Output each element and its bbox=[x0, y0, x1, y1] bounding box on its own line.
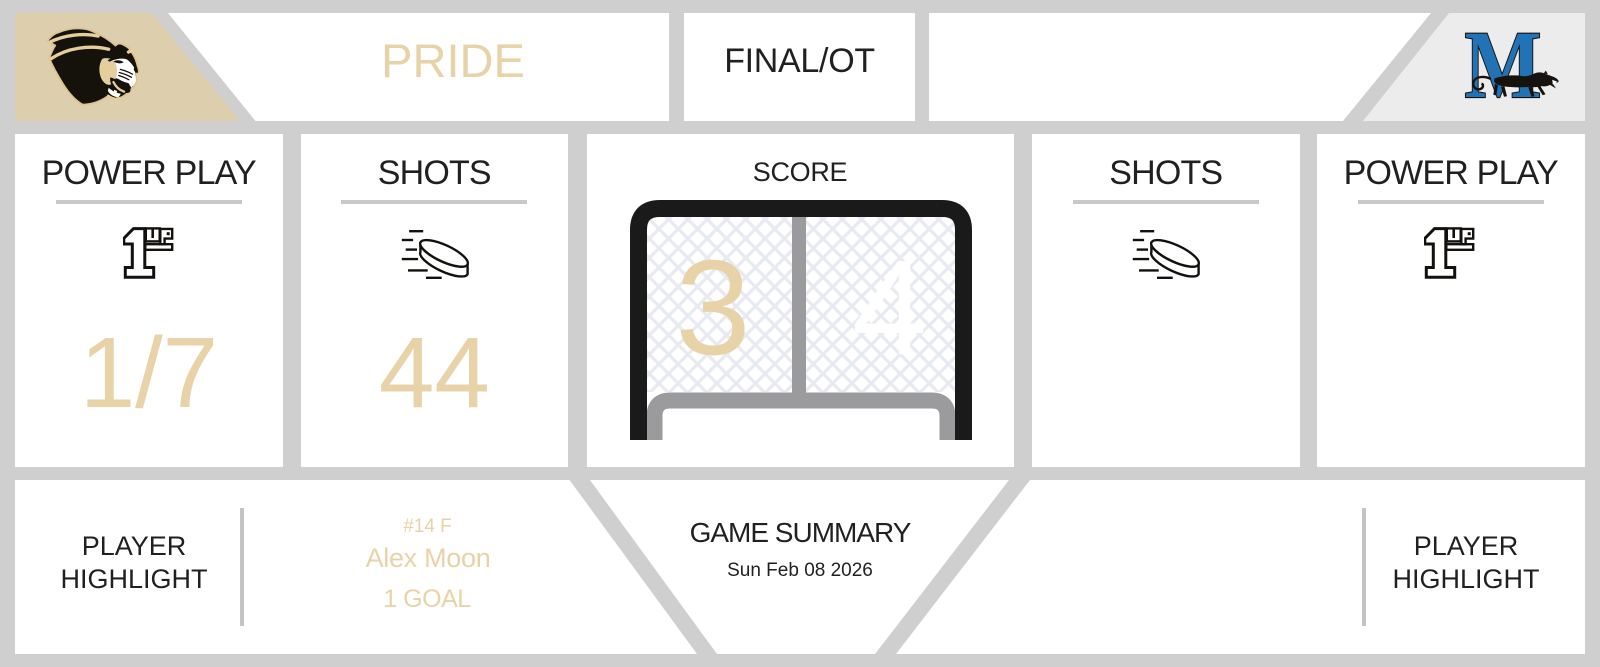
svg-text:3: 3 bbox=[675, 232, 750, 383]
svg-text:M: M bbox=[1465, 31, 1542, 103]
svg-text:4: 4 bbox=[852, 232, 927, 383]
